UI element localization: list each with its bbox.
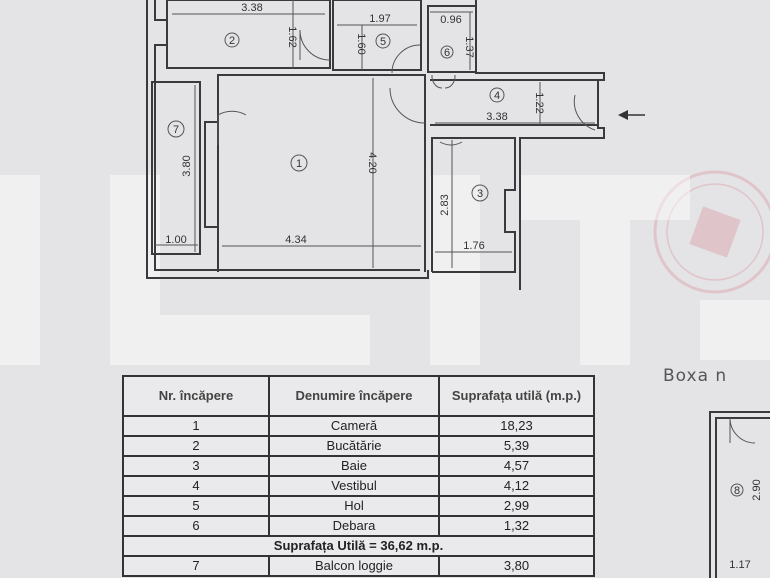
svg-text:3.38: 3.38 — [241, 2, 262, 14]
arrow-left-icon — [618, 110, 645, 120]
svg-text:1.60: 1.60 — [355, 33, 367, 54]
svg-text:2.90: 2.90 — [751, 479, 763, 500]
svg-text:1.76: 1.76 — [463, 240, 484, 252]
room-7 — [151, 81, 201, 255]
room-number-1: 1 — [296, 158, 302, 170]
svg-text:0.96: 0.96 — [440, 14, 461, 26]
room-area-table: Nr. încăpere Denumire încăpere Suprafața… — [122, 375, 595, 577]
total-row: Suprafața Utilă = 36,62 m.p. — [122, 535, 595, 557]
svg-text:3.38: 3.38 — [486, 111, 507, 123]
room-5 — [332, 0, 422, 71]
room-number-6: 6 — [444, 47, 450, 59]
table-header: Nr. încăpere Denumire încăpere Suprafața… — [122, 375, 595, 417]
room-number-8: 8 — [734, 485, 740, 497]
boxa-label: Boxa n — [663, 366, 728, 386]
svg-text:4.34: 4.34 — [285, 234, 306, 246]
svg-text:1.37: 1.37 — [463, 36, 475, 57]
col-header-area: Suprafața utilă (m.p.) — [438, 375, 595, 417]
svg-text:3.80: 3.80 — [181, 155, 193, 176]
room-number-5: 5 — [380, 36, 386, 48]
dimension-lines — [155, 0, 595, 268]
room-number-3: 3 — [477, 188, 483, 200]
svg-text:1.00: 1.00 — [165, 234, 186, 246]
doors — [217, 29, 756, 444]
stamp — [653, 170, 770, 294]
watermark — [0, 175, 770, 365]
room-number-4: 4 — [494, 90, 500, 102]
svg-text:1.97: 1.97 — [369, 13, 390, 25]
room-2 — [166, 0, 331, 69]
svg-text:1.62: 1.62 — [286, 26, 298, 47]
svg-text:4.20: 4.20 — [366, 152, 378, 173]
col-header-nr: Nr. încăpere — [122, 375, 270, 417]
svg-text:1.17: 1.17 — [729, 559, 750, 571]
walls — [146, 0, 770, 578]
svg-text:2.83: 2.83 — [439, 194, 451, 215]
dimension-labels: 3.38 1.62 1.97 1.60 0.96 1.37 3.38 1.22 … — [165, 2, 763, 571]
room-number-7: 7 — [173, 124, 179, 136]
svg-text:1.22: 1.22 — [533, 92, 545, 113]
col-header-name: Denumire încăpere — [268, 375, 440, 417]
room-number-2: 2 — [229, 35, 235, 47]
room-labels: 2 5 6 4 1 7 3 8 — [167, 32, 744, 497]
